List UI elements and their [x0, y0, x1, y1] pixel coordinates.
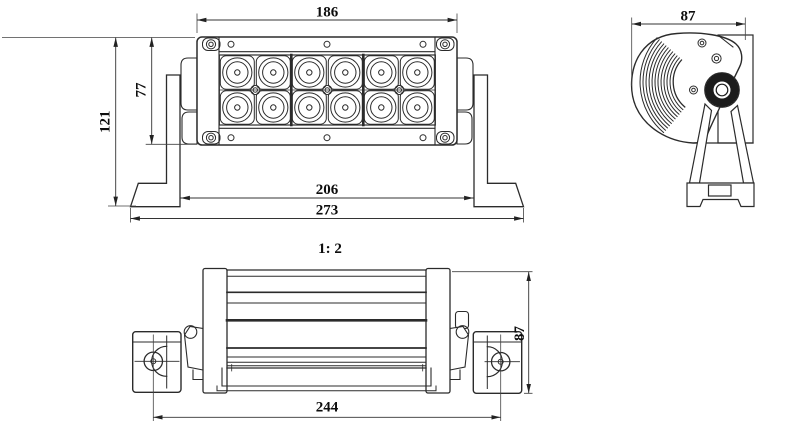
rear-mount-block-right: [472, 331, 523, 395]
side-bracket-base: [686, 182, 755, 208]
dim-side-depth: 87: [631, 9, 746, 86]
bezel-screws: [227, 40, 427, 142]
dim-mount-inner-width: 206: [180, 182, 474, 201]
dim-label-overall-width: 273: [316, 203, 339, 219]
dim-label-mount-inner-width: 206: [316, 182, 339, 198]
corner-screws: [202, 37, 455, 145]
dim-rear-height: 87: [452, 271, 533, 394]
dim-label-top-width: 186: [316, 5, 339, 21]
adjustment-knob: [704, 72, 740, 108]
front-view: 186 121 77 206 273: [2, 5, 525, 223]
front-bracket-right: [473, 74, 525, 208]
lens-module-dividers: [290, 53, 365, 127]
hole-centerlines: [152, 334, 502, 421]
rear-body: [202, 267, 451, 394]
front-bracket-left: [129, 74, 181, 208]
dim-lens-height: 77: [134, 37, 197, 145]
side-heatsink-fins: [639, 37, 686, 134]
scale-label: 1: 2: [318, 241, 342, 257]
side-view: 87: [630, 9, 755, 208]
side-screws: [689, 38, 722, 95]
dim-label-lens-height: 77: [134, 82, 150, 98]
dim-label-rear-height: 87: [512, 326, 528, 342]
rear-clamp-right: [434, 310, 470, 391]
bottom-view: 87 244: [131, 267, 533, 421]
dim-label-total-height: 121: [98, 110, 114, 133]
dim-label-side-depth: 87: [681, 9, 697, 25]
front-side-tabs: [180, 57, 474, 145]
dim-hole-span: 244: [153, 400, 501, 420]
dim-label-hole-span: 244: [316, 400, 339, 416]
rear-mount-block-left: [131, 331, 182, 394]
dim-overall-width: 273: [130, 203, 524, 223]
dim-total-height: 121: [2, 37, 195, 207]
dim-top-width: 186: [196, 5, 458, 33]
